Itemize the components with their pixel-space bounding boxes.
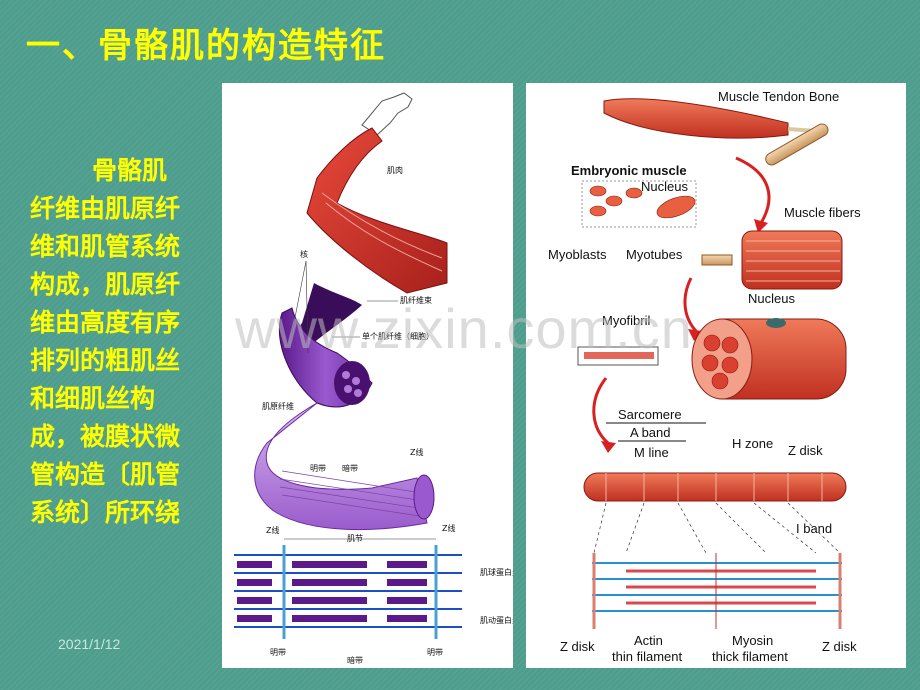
label-z-line-right: Z线	[442, 523, 455, 533]
myofibril	[254, 402, 428, 531]
label-embryonic-muscle: Embryonic muscle	[571, 163, 687, 178]
label-nucleus-top: Nucleus	[641, 179, 688, 194]
muscle-belly	[603, 98, 789, 139]
muscle-fiber-cross-section	[691, 318, 847, 400]
filament-detail	[592, 553, 842, 629]
label-fiber-bundle: 肌纤维束	[400, 295, 432, 305]
arm-muscle	[306, 127, 448, 294]
muscle-structure-svg-cn: 肌肉 核 肌纤维束 单个肌纤维（细胞） 肌原纤维 明带 暗带 Z线 Z线 Z线 …	[234, 92, 520, 665]
label-nucleus: 核	[300, 249, 308, 259]
label-muscle-fibers: Muscle fibers	[784, 205, 861, 220]
muscle-structure-figure-en: Muscle Tendon Bone Embryonic muscle Nucl…	[526, 83, 906, 668]
label-single-fiber: 单个肌纤维（细胞）	[362, 331, 434, 341]
label-z-disk-top: Z disk	[788, 443, 823, 458]
label-h-zone: H zone	[732, 436, 773, 451]
label-z-disk-left: Z disk	[560, 639, 595, 654]
label-thin-filament: thin filament	[612, 649, 682, 664]
label-dark-band: 暗带	[342, 463, 358, 473]
body-text: 骨骼肌纤维由肌原纤维和肌管系统构成，肌原纤维由高度有序排列的粗肌丝和细肌丝构成，…	[30, 156, 181, 527]
fiber-bundle	[295, 283, 362, 353]
label-actin: Actin	[634, 633, 663, 648]
label-z-line-left: Z线	[266, 525, 279, 535]
label-actin: 肌动蛋白丝	[480, 615, 513, 625]
muscle-structure-figure-cn: 肌肉 核 肌纤维束 单个肌纤维（细胞） 肌原纤维 明带 暗带 Z线 Z线 Z线 …	[222, 83, 520, 668]
label-sarcomere: Sarcomere	[618, 407, 682, 422]
label-myosin: Myosin	[732, 633, 773, 648]
label-myofibril: 肌原纤维	[262, 401, 294, 411]
label-light-band-bottom-right: 明带	[427, 648, 443, 657]
label-light-band: 明带	[310, 464, 326, 473]
sarcomere-filaments	[234, 545, 462, 645]
label-myotubes: Myotubes	[626, 247, 683, 262]
date-stamp: 2021/1/12	[58, 636, 121, 652]
label-muscle-tendon-bone: Muscle Tendon Bone	[718, 89, 839, 104]
label-nucleus-mid: Nucleus	[748, 291, 795, 306]
muscle-structure-svg-en: Muscle Tendon Bone Embryonic muscle Nucl…	[548, 89, 861, 664]
slide-title: 一、骨骼肌的构造特征	[26, 26, 386, 66]
label-dark-band-bottom: 暗带	[347, 655, 363, 665]
label-light-band-bottom-left: 明带	[270, 648, 286, 657]
label-m-line: M line	[634, 445, 669, 460]
hand-outline	[361, 92, 413, 136]
label-z-line-top: Z线	[410, 447, 423, 457]
label-muscle: 肌肉	[387, 165, 403, 175]
muscle-fiber-bundle	[701, 230, 843, 290]
label-sarcomere: 肌节	[347, 534, 363, 543]
label-thick-filament: thick filament	[712, 649, 788, 664]
label-z-disk-right: Z disk	[822, 639, 857, 654]
label-myoblasts: Myoblasts	[548, 247, 607, 262]
sarcomere-rod	[583, 472, 847, 502]
label-a-band: A band	[630, 425, 671, 440]
label-myofibril: Myofibril	[602, 313, 651, 328]
bone	[765, 123, 829, 166]
label-myosin: 肌球蛋白丝	[480, 567, 513, 577]
